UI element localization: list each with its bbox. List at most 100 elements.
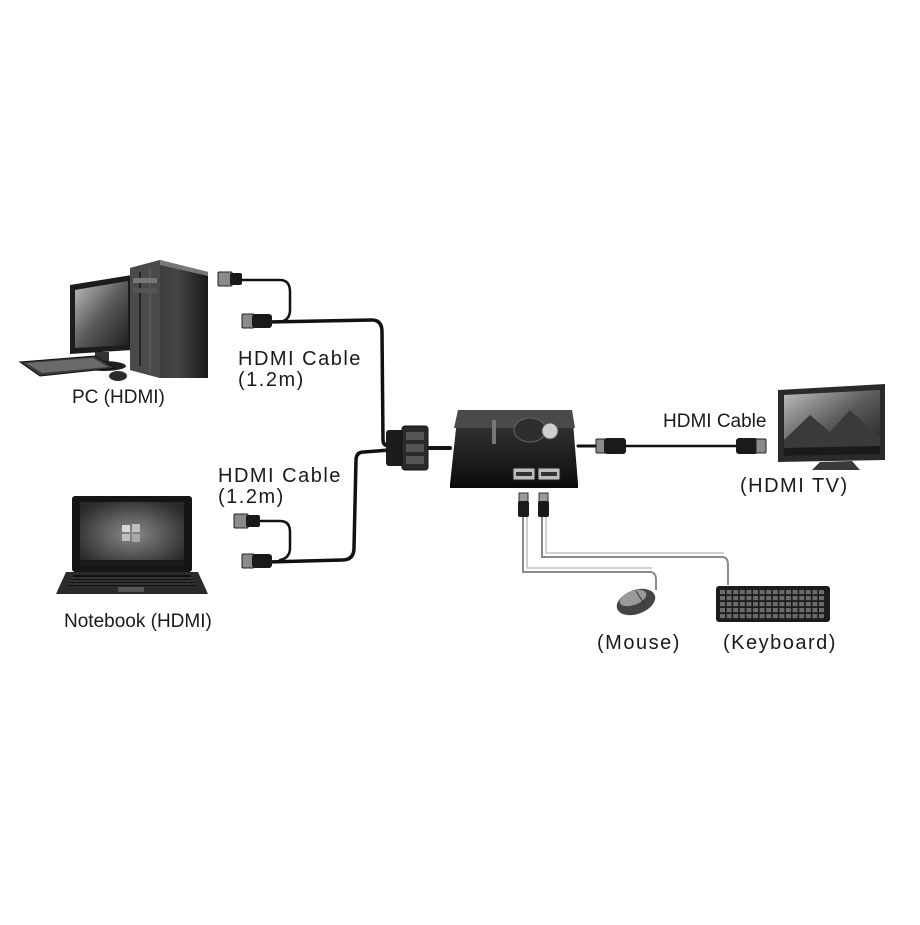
cable-splitter-connector (386, 425, 429, 471)
keyboard-key (733, 590, 739, 595)
keyboard-key (786, 602, 791, 607)
keyboard-key (720, 602, 725, 607)
keyboard-key (739, 590, 745, 595)
usb-wires (522, 515, 729, 590)
pc-label: PC (HDMI) (72, 387, 165, 408)
keyboard-key (753, 614, 758, 619)
tv-label: (HDMI TV) (740, 475, 849, 497)
keyboard-key (812, 614, 818, 619)
keyboard-key (766, 614, 772, 619)
keyboard-key (792, 614, 798, 619)
keyboard-key (759, 602, 765, 607)
windows-logo-icon (122, 524, 140, 542)
kvm-switch-icon (450, 410, 578, 488)
keyboard-key (739, 614, 745, 619)
keyboard-key (805, 614, 811, 619)
hdmi-plug-tv-side (736, 438, 767, 454)
keyboard-key (792, 608, 798, 613)
keyboard-key (726, 608, 732, 613)
hdmi-plug-pc-upper (217, 271, 242, 287)
keyboard-key (819, 602, 824, 607)
keyboard-key (759, 614, 765, 619)
notebook-cable-length: (1.2m) (218, 486, 285, 508)
keyboard-key (739, 608, 745, 613)
notebook-hdmi-cable-main (266, 448, 392, 564)
keyboard-key (733, 602, 739, 607)
keyboard-key (772, 608, 778, 613)
keyboard-key (766, 590, 772, 595)
keyboard-key (805, 602, 811, 607)
keyboard-key (799, 602, 805, 607)
keyboard-key (819, 608, 824, 613)
keyboard-usb-wire-inner (545, 515, 724, 554)
keyboard-key (753, 608, 758, 613)
keyboard-key (792, 596, 798, 601)
keyboard-key (766, 596, 772, 601)
keyboard-key (799, 608, 805, 613)
keyboard-key (799, 590, 805, 595)
laptop-icon (56, 496, 208, 594)
hdmi-plug-notebook-lower (241, 553, 272, 569)
keyboard-key (746, 608, 752, 613)
keyboard-key (759, 590, 765, 595)
mouse-label: (Mouse) (597, 632, 681, 654)
keyboard-key (726, 602, 732, 607)
keyboard-keys (720, 590, 824, 619)
keyboard-key (766, 608, 772, 613)
mouse-icon (616, 588, 656, 616)
keyboard-key (779, 590, 785, 595)
keyboard-key (726, 596, 732, 601)
keyboard-key (799, 614, 805, 619)
notebook-hdmi-cable-upper (256, 519, 292, 562)
keyboard-key (812, 590, 818, 595)
keyboard-key (792, 590, 798, 595)
hdmi-connectors (217, 271, 767, 569)
keyboard-key (772, 614, 778, 619)
keyboard-key (733, 608, 739, 613)
keyboard-key (772, 596, 778, 601)
tv-icon (778, 384, 885, 470)
keyboard-key (720, 608, 725, 613)
keyboard-key (733, 596, 739, 601)
keyboard-key (805, 596, 811, 601)
keyboard-key (799, 596, 805, 601)
keyboard-key (746, 590, 752, 595)
keyboard-key (753, 596, 758, 601)
usb-plug-keyboard (538, 492, 549, 517)
hdmi-plug-pc-lower (241, 313, 272, 329)
keyboard-key (786, 614, 791, 619)
usb-plug-mouse (518, 492, 529, 517)
keyboard-key (786, 608, 791, 613)
keyboard-key (779, 608, 785, 613)
keyboard-key (786, 590, 791, 595)
keyboard-key (786, 596, 791, 601)
mouse-usb-wire-inner (526, 515, 652, 569)
hdmi-plug-notebook-upper (233, 513, 260, 529)
keyboard-key (772, 590, 778, 595)
keyboard-key (812, 608, 818, 613)
keyboard-key (759, 596, 765, 601)
keyboard-label: (Keyboard) (723, 632, 837, 654)
keyboard-key (753, 602, 758, 607)
keyboard-key (812, 602, 818, 607)
desktop-pc-icon (18, 260, 208, 381)
keyboard-key (746, 614, 752, 619)
keyboard-key (819, 590, 824, 595)
pc-cable-length: (1.2m) (238, 369, 305, 391)
keyboard-key (726, 590, 732, 595)
keyboard-key (819, 596, 824, 601)
keyboard-key (792, 602, 798, 607)
mouse-usb-wire (522, 515, 657, 590)
pc-cable-label: HDMI Cable (238, 348, 362, 370)
keyboard-key (779, 614, 785, 619)
keyboard-key (739, 596, 745, 601)
notebook-label: Notebook (HDMI) (64, 611, 212, 632)
hdmi-plug-kvm-side (595, 438, 626, 454)
tv-cable-label: HDMI Cable (663, 411, 767, 432)
keyboard-key (746, 596, 752, 601)
keyboard-key (779, 602, 785, 607)
keyboard-key (819, 614, 824, 619)
keyboard-key (779, 596, 785, 601)
keyboard-key (766, 602, 772, 607)
